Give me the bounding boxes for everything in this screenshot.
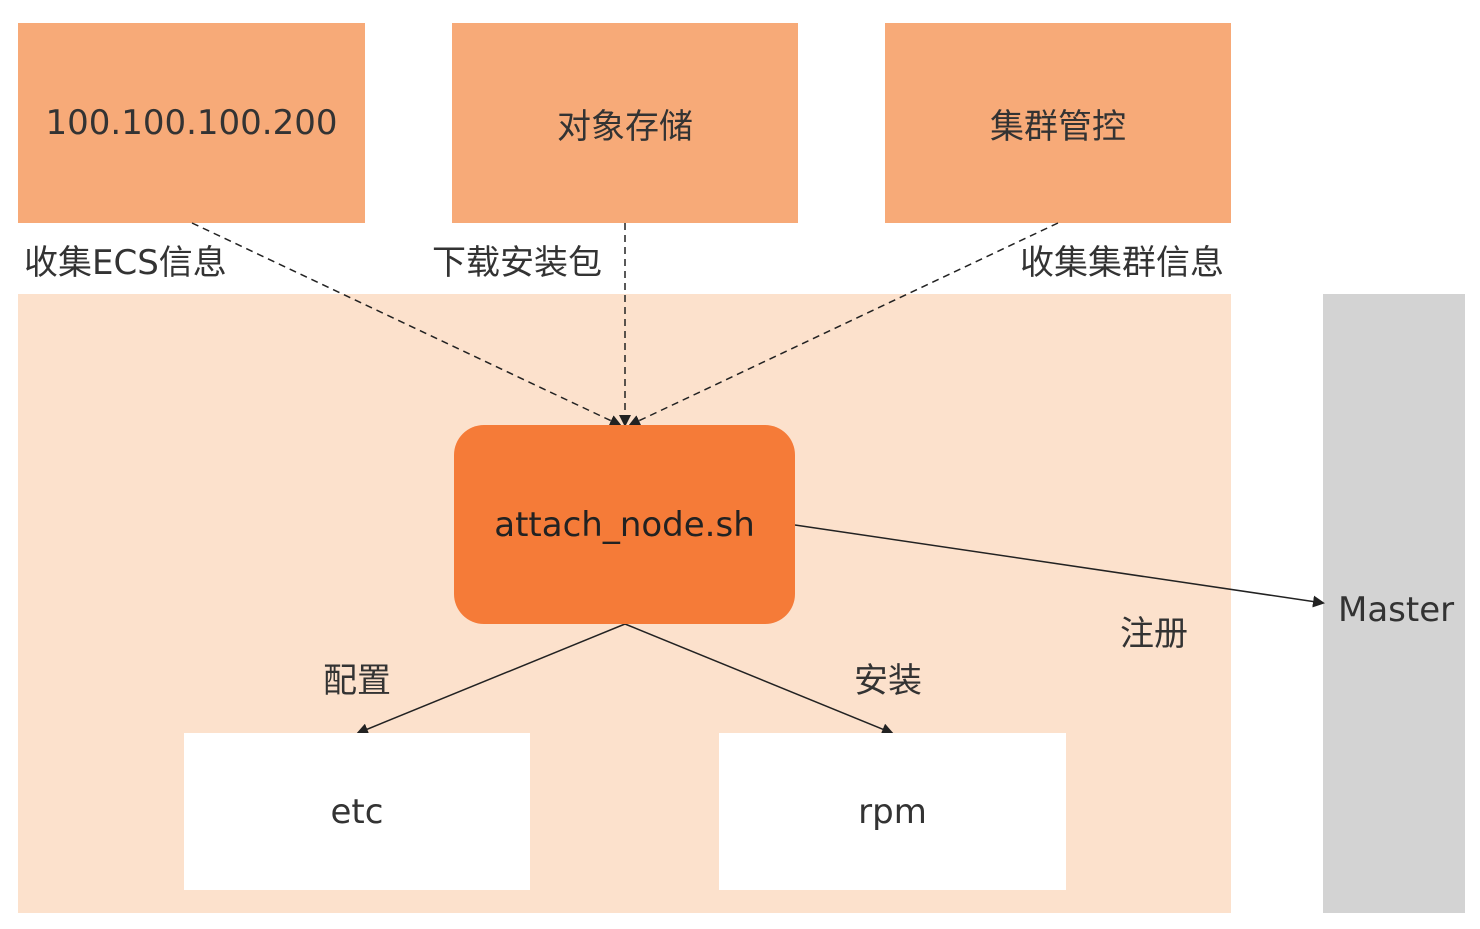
- edge-register: [794, 524, 1325, 608]
- etc-label: etc: [330, 791, 384, 832]
- attach-node-script-label: attach_node.sh: [494, 504, 755, 545]
- configure-label: 配置: [323, 661, 391, 701]
- object-storage-label: 对象存储: [557, 106, 693, 147]
- install-label: 安装: [854, 661, 922, 701]
- master-bar: [1323, 294, 1465, 913]
- collect-ecs-info-label: 收集ECS信息: [24, 243, 227, 283]
- master-label: Master: [1338, 590, 1455, 630]
- collect-cluster-info-label: 收集集群信息: [1020, 243, 1224, 283]
- rpm-label: rpm: [858, 791, 927, 832]
- object-storage-box[interactable]: 对象存储: [452, 23, 798, 223]
- attach-node-script-box[interactable]: attach_node.sh: [454, 425, 795, 624]
- edge-collect-ecs-info: [191, 222, 622, 427]
- edge-collect-cluster-info: [628, 222, 1059, 427]
- register-label: 注册: [1120, 614, 1188, 654]
- metadata-server-box[interactable]: 100.100.100.200: [18, 23, 365, 223]
- cluster-control-label: 集群管控: [990, 106, 1126, 147]
- download-package-label: 下载安装包: [432, 243, 602, 283]
- metadata-server-label: 100.100.100.200: [45, 103, 338, 143]
- rpm-box[interactable]: rpm: [719, 733, 1066, 890]
- etc-box[interactable]: etc: [184, 733, 530, 890]
- cluster-control-box[interactable]: 集群管控: [885, 23, 1231, 223]
- edge-configure: [356, 623, 626, 735]
- edge-install: [624, 623, 894, 735]
